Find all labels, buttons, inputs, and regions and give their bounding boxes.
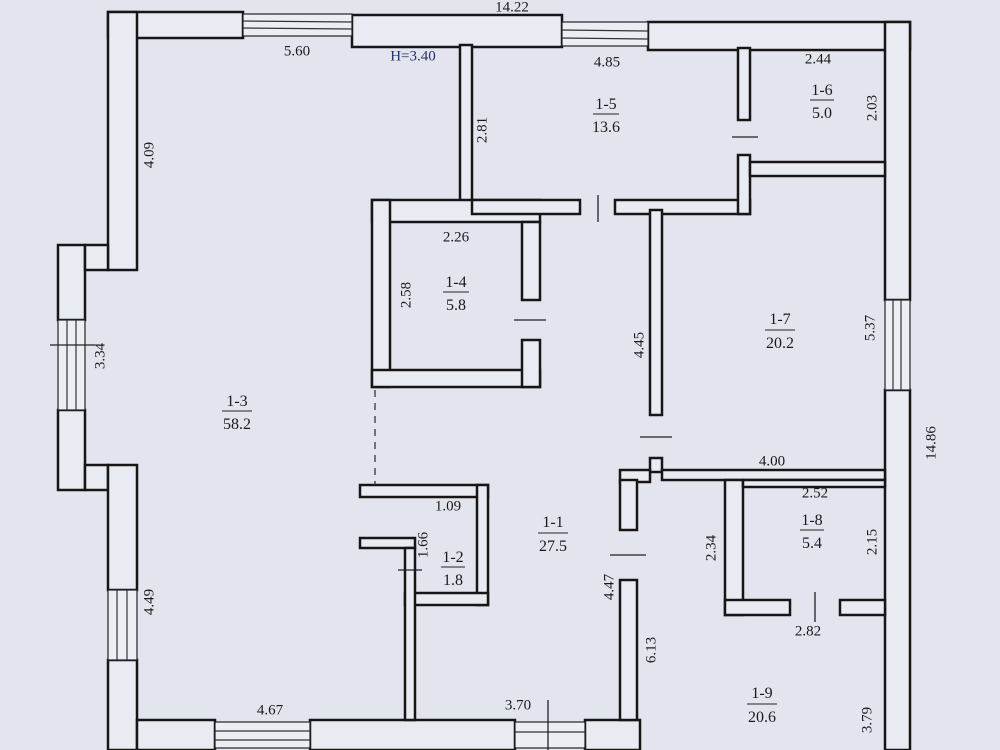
wall	[583, 718, 642, 750]
wall	[646, 20, 912, 52]
wall	[83, 243, 110, 272]
svg-text:1-2: 1-2	[442, 549, 463, 566]
wall	[520, 338, 542, 389]
dim: 4.85	[594, 54, 620, 70]
svg-text:5.0: 5.0	[812, 105, 832, 122]
dim: 3.79	[859, 707, 875, 733]
svg-text:1-3: 1-3	[226, 393, 247, 410]
dim: 4.67	[257, 702, 284, 718]
dim: 5.60	[284, 43, 310, 59]
wall	[135, 718, 217, 750]
dim: 2.34	[703, 534, 719, 561]
dim-overall-width: 14.22	[495, 0, 529, 15]
wall	[475, 483, 490, 607]
dim: 4.00	[759, 453, 785, 469]
svg-text:5.4: 5.4	[802, 535, 822, 552]
dim: 4.49	[141, 589, 157, 615]
wall	[56, 243, 87, 322]
svg-text:1-7: 1-7	[769, 311, 790, 328]
wall	[660, 468, 887, 482]
svg-text:58.2: 58.2	[223, 416, 251, 433]
wall	[613, 198, 752, 216]
room-1-8: 1-85.4	[800, 512, 824, 552]
wall	[370, 198, 392, 389]
walls	[56, 10, 912, 750]
dim: 2.81	[474, 117, 490, 143]
wall	[308, 718, 517, 750]
dim: 2.26	[443, 229, 470, 245]
wall	[106, 463, 139, 592]
wall	[723, 598, 792, 617]
wall	[736, 46, 752, 122]
room-1-6: 1-65.0	[810, 82, 834, 122]
wall	[883, 388, 912, 750]
svg-text:13.6: 13.6	[592, 119, 620, 136]
dim: 4.47	[601, 573, 617, 600]
wall	[403, 591, 490, 607]
dim: 5.37	[862, 314, 878, 341]
wall	[618, 478, 639, 532]
dim: 2.82	[795, 623, 821, 639]
room-1-5: 1-5 13.6	[592, 96, 620, 136]
wall	[350, 13, 564, 49]
wall	[736, 153, 752, 216]
dim: 3.34	[92, 342, 108, 369]
wall	[370, 368, 542, 389]
svg-text:27.5: 27.5	[539, 538, 567, 555]
windows	[57, 13, 911, 749]
wall	[723, 478, 745, 617]
dim: 2.52	[802, 485, 828, 501]
wall	[520, 220, 542, 302]
svg-text:1.8: 1.8	[443, 572, 463, 589]
wall	[56, 408, 87, 492]
svg-text:1-4: 1-4	[445, 274, 466, 291]
dimension-labels: 14.22 14.86 5.60 4.85 2.44 2.26 4.00 2.5…	[92, 0, 939, 733]
wall	[358, 483, 490, 499]
dim: 1.09	[435, 498, 461, 514]
wall	[106, 10, 139, 272]
svg-text:1-6: 1-6	[811, 82, 832, 99]
dim: 2.44	[805, 51, 832, 67]
svg-text:1-1: 1-1	[542, 514, 563, 531]
dim-overall-depth: 14.86	[923, 426, 939, 460]
room-1-9: 1-9 20.6	[747, 685, 777, 726]
wall	[741, 478, 887, 489]
wall	[458, 43, 474, 207]
svg-text:5.8: 5.8	[446, 297, 466, 314]
room-labels: 1-127.5 1-21.8 1-358.2 1-45.8 1-513.6 1-…	[222, 82, 834, 726]
room-1-4: 1-45.8	[443, 274, 469, 314]
dim: 3.70	[505, 697, 531, 713]
wall	[648, 208, 664, 417]
wall	[648, 456, 664, 474]
ceiling-height-label: H=3.40	[390, 48, 436, 64]
dim: 6.13	[643, 637, 659, 663]
svg-text:20.2: 20.2	[766, 335, 794, 352]
room-1-2: 1-21.8	[441, 549, 465, 589]
wall	[358, 536, 417, 550]
svg-text:1-9: 1-9	[751, 685, 772, 702]
svg-text:1-8: 1-8	[801, 512, 822, 529]
wall	[883, 20, 912, 302]
room-1-3: 1-3 58.2	[222, 393, 252, 433]
wall	[618, 578, 639, 722]
dim: 4.45	[631, 332, 647, 358]
dim: 1.66	[415, 531, 431, 558]
wall	[748, 160, 887, 178]
dim: 2.15	[864, 529, 880, 555]
wall	[106, 658, 139, 750]
wall	[838, 598, 887, 617]
wall	[83, 463, 110, 492]
room-1-7: 1-7 20.2	[765, 311, 795, 352]
dim: 2.58	[398, 282, 414, 308]
wall	[403, 546, 417, 722]
doors	[50, 136, 816, 750]
dim: 2.03	[864, 95, 880, 121]
room-1-1: 1-1 27.5	[538, 514, 568, 555]
wall	[470, 198, 582, 216]
dim: 4.09	[141, 142, 157, 168]
svg-text:20.6: 20.6	[748, 709, 776, 726]
svg-text:1-5: 1-5	[595, 96, 616, 113]
